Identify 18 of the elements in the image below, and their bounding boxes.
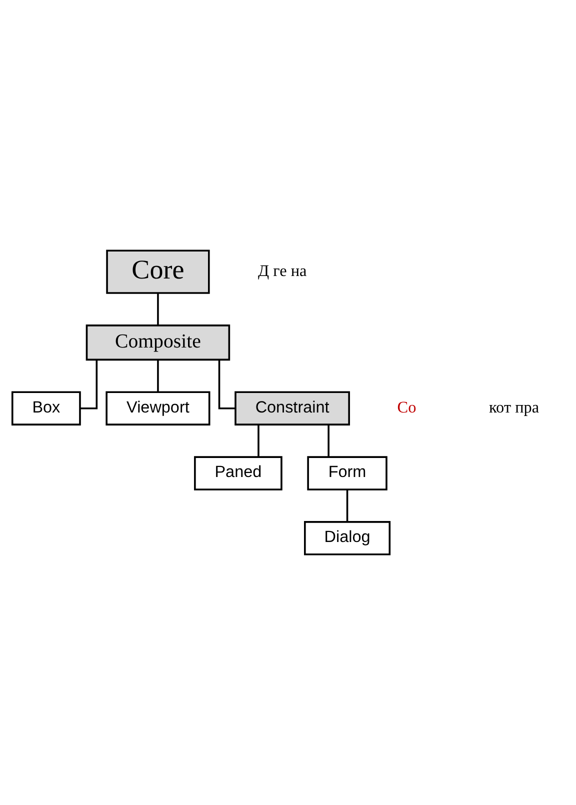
connector bbox=[218, 360, 236, 410]
node-box: Constraint bbox=[234, 391, 350, 426]
node-box: Box bbox=[11, 391, 81, 426]
node-box: Viewport bbox=[106, 391, 210, 426]
connector bbox=[80, 360, 98, 410]
label: кот пра bbox=[488, 398, 540, 416]
label: Co bbox=[397, 398, 416, 416]
node-box: Core bbox=[106, 250, 210, 294]
node-box: Form bbox=[307, 456, 388, 490]
connector bbox=[258, 424, 260, 457]
connector bbox=[346, 490, 348, 522]
label: Д ге на bbox=[258, 262, 307, 280]
node-box: Dialog bbox=[304, 521, 391, 556]
node-box: Composite bbox=[86, 324, 230, 361]
connector bbox=[328, 424, 330, 457]
connector bbox=[157, 293, 159, 326]
node-box: Paned bbox=[194, 456, 282, 490]
connector bbox=[157, 360, 159, 392]
